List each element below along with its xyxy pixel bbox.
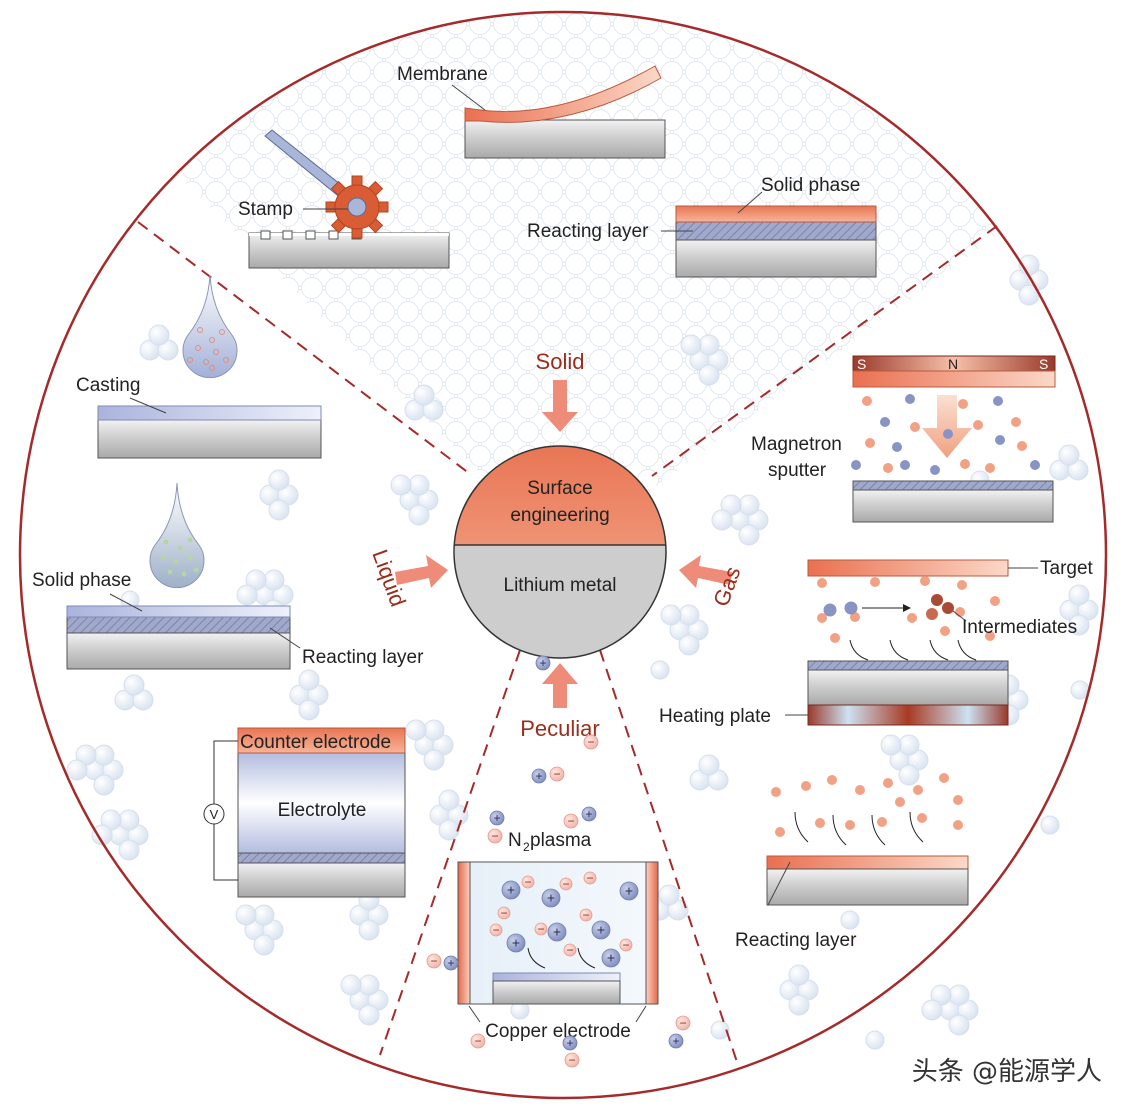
label-stamp: Stamp [238, 199, 293, 220]
center-label-surface: Surface [527, 478, 592, 499]
svg-text:+: + [553, 924, 561, 940]
label-membrane: Membrane [397, 64, 488, 85]
svg-text:−: − [524, 875, 531, 889]
bubble-clusters [66, 254, 1099, 1050]
arrow-icon [395, 555, 448, 588]
voltmeter-label: V [210, 807, 219, 822]
svg-text:−: − [553, 767, 560, 781]
label-intermediates: Intermediates [962, 617, 1077, 638]
category-solid: Solid [536, 349, 585, 374]
liquid-casting-illustration: Casting [76, 274, 322, 459]
label-electrolyte: Electrolyte [278, 800, 367, 821]
svg-text:−: − [679, 1016, 686, 1030]
label-sputter: sputter [768, 460, 827, 481]
label-n2-subscript: 2 [523, 840, 530, 854]
svg-text:+: + [607, 950, 615, 966]
svg-text:+: + [585, 807, 592, 821]
svg-text:−: − [491, 829, 498, 843]
svg-text:−: − [537, 922, 544, 936]
svg-text:+: + [447, 956, 454, 970]
category-arrows [395, 380, 732, 708]
arrow-icon [922, 395, 972, 458]
svg-text:−: − [430, 954, 437, 968]
svg-text:−: − [587, 735, 594, 749]
svg-text:+: + [547, 890, 555, 906]
label-magnetron: Magnetron [751, 434, 842, 455]
label-plasma: plasma [530, 830, 592, 851]
label-copper-electrode: Copper electrode [485, 1021, 631, 1042]
label-casting: Casting [76, 375, 140, 396]
label-heating-plate: Heating plate [659, 706, 771, 727]
gas-magnetron-illustration: S N S Magnetron sputter [751, 355, 1056, 523]
divider-solid-liquid [137, 221, 471, 475]
label-solid-phase-liquid: Solid phase [32, 570, 131, 591]
center-circle: Surface engineering Lithium metal [453, 445, 667, 659]
svg-text:−: − [492, 923, 499, 937]
peculiar-plasma-illustration: +−+−−+−+−+−+−+−− N 2 plasma Copper elect… [457, 830, 659, 1042]
watermark: 头条 @能源学人 [911, 1057, 1102, 1087]
svg-text:+: + [535, 769, 542, 783]
solid-membrane-illustration: Membrane [397, 64, 666, 159]
arrow-icon [542, 663, 578, 708]
svg-text:−: − [582, 908, 589, 922]
svg-text:−: − [568, 1053, 575, 1067]
magnet-n: N [948, 356, 958, 372]
label-counter-electrode: Counter electrode [240, 732, 391, 753]
svg-text:+: + [539, 656, 546, 670]
solid-phase-illustration: Solid phase Reacting layer [527, 175, 877, 278]
svg-text:+: + [597, 922, 605, 938]
svg-text:+: + [566, 1036, 573, 1050]
label-target: Target [1040, 558, 1094, 579]
svg-text:−: − [622, 938, 629, 952]
gas-reacting-illustration: Reacting layer [735, 773, 969, 951]
svg-text:−: − [566, 943, 573, 957]
svg-text:+: + [512, 935, 520, 951]
sector-dividers [137, 221, 998, 1063]
svg-text:+: + [507, 882, 515, 898]
outer-circle [18, 10, 1108, 1100]
center-label-lithium-metal: Lithium metal [504, 575, 617, 596]
svg-text:+: + [625, 883, 633, 899]
label-reacting-layer-solid: Reacting layer [527, 221, 649, 242]
label-reacting-layer-liquid: Reacting layer [302, 647, 424, 668]
gas-cvd-illustration: Target Intermediates Heating plate [659, 558, 1094, 727]
arrow-icon [679, 555, 732, 588]
svg-text:+: + [493, 811, 500, 825]
liquid-solid-phase-illustration: Solid phase Reacting layer [32, 482, 424, 670]
divider-liquid-peculiar [379, 649, 521, 1056]
divider-solid-gas [651, 225, 998, 477]
liquid-electrochemical-illustration: V Counter electrode Electrolyte [203, 727, 406, 898]
svg-text:+: + [672, 1034, 679, 1048]
svg-text:−: − [500, 906, 507, 920]
gear-icon [325, 175, 389, 239]
arrow-icon [542, 380, 578, 432]
divider-peculiar-gas [599, 649, 738, 1063]
svg-text:−: − [562, 877, 569, 891]
center-label-engineering: engineering [510, 505, 609, 526]
voltmeter-icon [203, 803, 225, 825]
svg-text:−: − [586, 871, 593, 885]
loose-ions: +−+−+−−+−+−+−+− [426, 655, 691, 1068]
magnet-s-right: S [1039, 356, 1048, 372]
label-solid-phase: Solid phase [761, 175, 860, 196]
magnet-s-left: S [857, 356, 866, 372]
svg-text:−: − [567, 814, 574, 828]
svg-text:−: − [474, 1034, 481, 1048]
label-n2: N [508, 830, 522, 851]
solid-stamp-illustration: Stamp [238, 129, 450, 269]
label-reacting-layer-gas: Reacting layer [735, 930, 857, 951]
